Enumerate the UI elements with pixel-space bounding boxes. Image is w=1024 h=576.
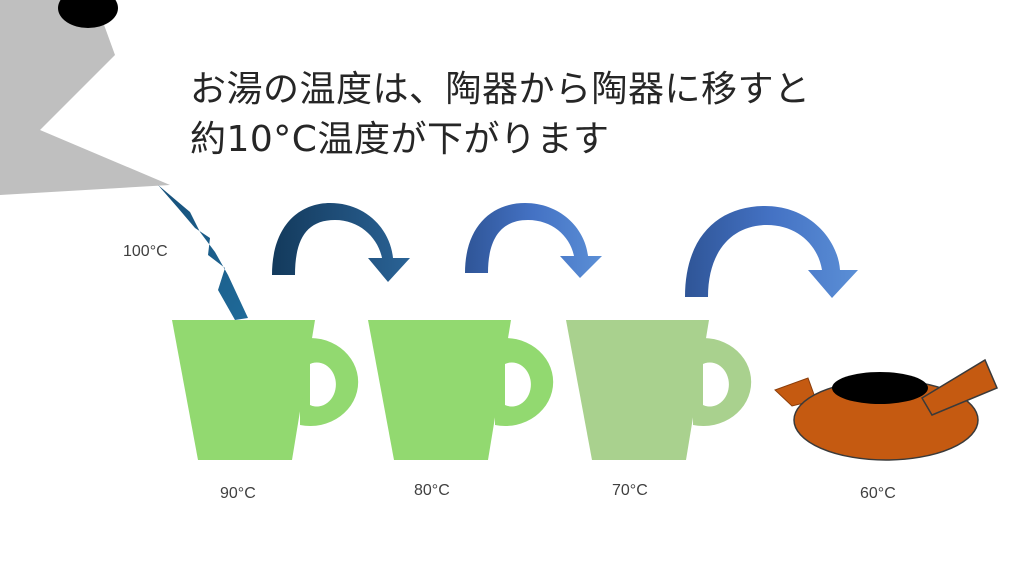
arrow-2-shape — [465, 203, 602, 278]
kettle-lid — [58, 0, 118, 28]
curved-arrow-3 — [685, 206, 858, 298]
kettle-body — [0, 0, 170, 195]
cup-1-temp-label: 90°C — [220, 485, 256, 502]
pour-stream-icon — [158, 185, 248, 320]
teapot-handle — [920, 358, 998, 416]
cup-2-handle — [495, 338, 554, 426]
teapot-opening — [832, 372, 928, 404]
page-title-line-2: 約10°C温度が下がります — [190, 119, 610, 160]
cup-1-body — [172, 320, 315, 460]
cup-1-icon — [172, 320, 359, 460]
teapot-icon — [774, 358, 998, 461]
cup-3-icon — [566, 320, 752, 460]
cup-3-handle — [693, 338, 752, 426]
curved-arrow-2 — [465, 203, 602, 278]
kettle-icon — [0, 0, 170, 195]
cup-3-body — [566, 320, 709, 460]
cup-2-body — [368, 320, 511, 460]
curved-arrow-1 — [272, 203, 410, 282]
arrow-1-shape — [272, 203, 410, 282]
kettle-temp-label: 100°C — [123, 243, 168, 260]
teapot-temp-label: 60°C — [860, 485, 896, 502]
cup-1-handle — [300, 338, 359, 426]
cup-2-temp-label: 80°C — [414, 482, 450, 499]
arrow-3-shape — [685, 206, 858, 298]
cup-2-icon — [368, 320, 554, 460]
page-title-line-1: お湯の温度は、陶器から陶器に移すと — [190, 69, 811, 110]
cup-3-temp-label: 70°C — [612, 482, 648, 499]
